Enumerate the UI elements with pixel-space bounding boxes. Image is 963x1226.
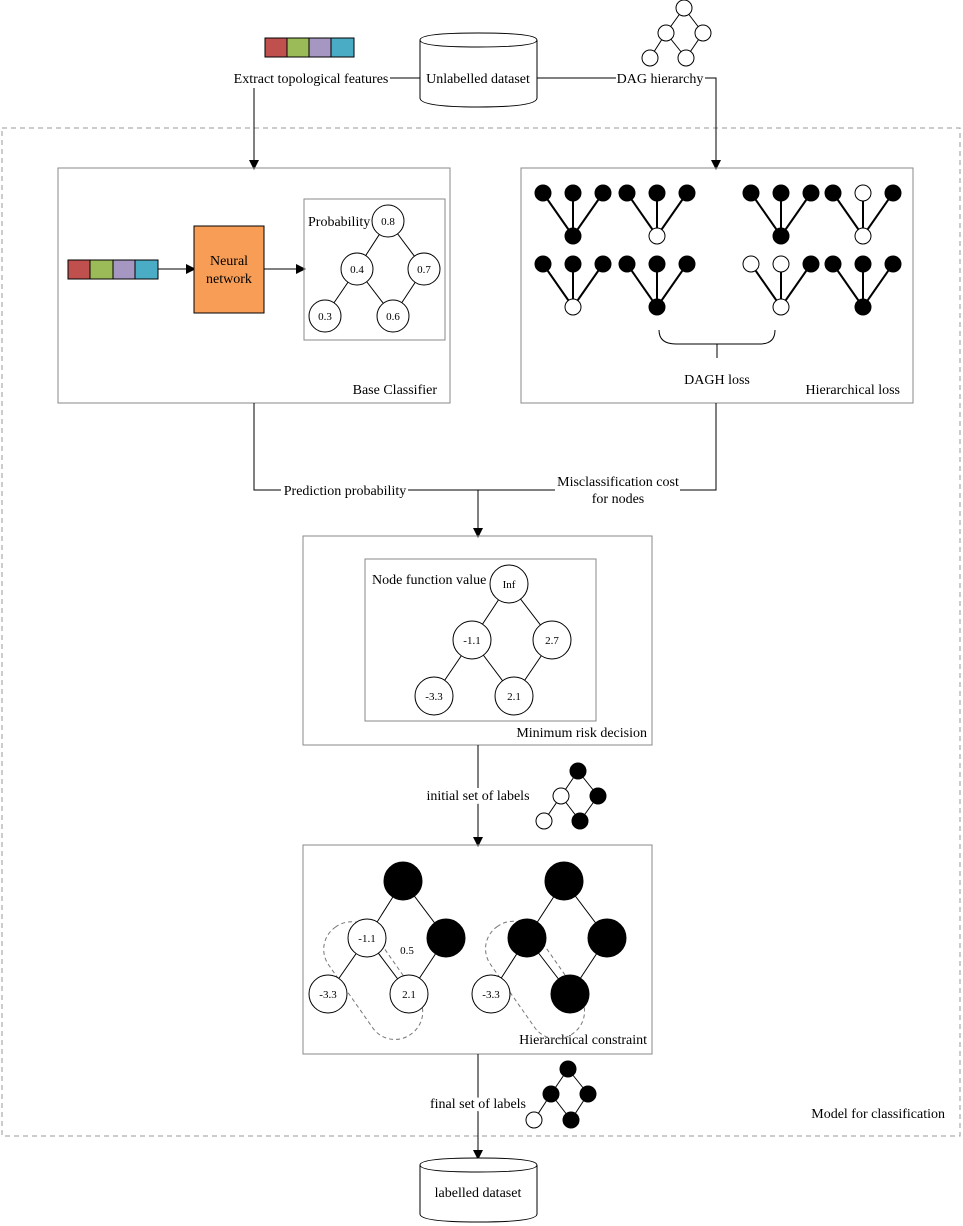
dagh-loss-label: DAGH loss (684, 373, 750, 388)
prob-node-leaf-2: 0.6 (386, 311, 400, 323)
neural-network-label-2: network (206, 272, 252, 287)
neural-network-box (193, 225, 265, 314)
dagh-brace (658, 329, 776, 345)
prob-node-leaf-1: 0.3 (318, 311, 332, 323)
dag-hierarchy-label: DAG hierarchy (617, 72, 704, 87)
base-classifier-label: Base Classifier (353, 383, 438, 398)
probability-box (303, 198, 446, 341)
node-function-box (364, 558, 597, 722)
final-label-tree-icon (525, 1060, 597, 1129)
loss-tree-5 (534, 255, 612, 316)
loss-tree-2 (618, 184, 696, 245)
unlabelled-dataset-label: Unlabelled dataset (426, 72, 530, 87)
loss-tree-7 (742, 255, 820, 316)
hierarchical-loss-label: Hierarchical loss (806, 383, 900, 398)
probability-tree (308, 204, 441, 333)
probability-title: Probability (308, 215, 370, 230)
miscl-line-right (680, 403, 717, 491)
prob-node-left: 0.4 (350, 264, 364, 276)
miscl-cost-label-1: Misclassification cost (557, 475, 679, 490)
initial-labels-label: initial set of labels (426, 789, 529, 804)
prediction-probability-label: Prediction probability (284, 484, 406, 499)
loss-tree-6 (618, 255, 696, 316)
node-function-tree (414, 564, 572, 716)
hc-node-left: -1.1 (358, 933, 375, 945)
loss-trees (534, 184, 902, 316)
hierarchical-loss-box (520, 167, 914, 404)
initial-label-tree-icon (535, 762, 607, 830)
loss-tree-4 (824, 184, 902, 245)
dag-arrow (705, 77, 721, 170)
hc2-node-leaf-1: -3.3 (482, 989, 500, 1001)
hc-node-leaf-2: 2.1 (402, 989, 416, 1001)
prob-node-right: 0.7 (417, 264, 431, 276)
loss-tree-1 (534, 184, 612, 245)
labelled-dataset-cylinder (419, 1157, 538, 1223)
min-risk-label: Minimum risk decision (516, 726, 647, 741)
constraint-label: Hierarchical constraint (519, 1033, 647, 1048)
hc-node-leaf-1: -3.3 (319, 989, 337, 1001)
prediction-line-left (253, 403, 281, 491)
miscl-cost-label-2: for nodes (592, 492, 645, 507)
loss-tree-8 (824, 255, 902, 316)
constraint-tree-after (471, 861, 627, 1040)
nf-node-left: -1.1 (463, 635, 480, 647)
unlabelled-dataset-cylinder (419, 32, 538, 108)
dag-hierarchy-icon (641, 0, 712, 67)
nf-node-root: Inf (503, 579, 516, 591)
neural-network-label-1: Neural (210, 254, 248, 269)
nf-node-right: 2.7 (545, 635, 559, 647)
loss-tree-3 (742, 184, 820, 245)
feature-vector-inner (67, 259, 159, 280)
model-region (1, 127, 961, 1137)
hc-edge-value: 0.5 (400, 945, 414, 957)
nf-node-leaf-1: -3.3 (425, 691, 443, 703)
prob-node-root: 0.8 (381, 216, 395, 228)
final-labels-label: final set of labels (430, 1097, 526, 1112)
labelled-dataset-label: labelled dataset (435, 1186, 522, 1201)
constraint-tree-before (308, 861, 466, 1040)
extract-features-label: Extract topological features (234, 72, 389, 87)
model-label: Model for classification (811, 1107, 945, 1122)
nf-node-leaf-2: 2.1 (507, 691, 521, 703)
feature-vector-top (264, 37, 355, 58)
node-function-title: Node function value (372, 573, 486, 588)
